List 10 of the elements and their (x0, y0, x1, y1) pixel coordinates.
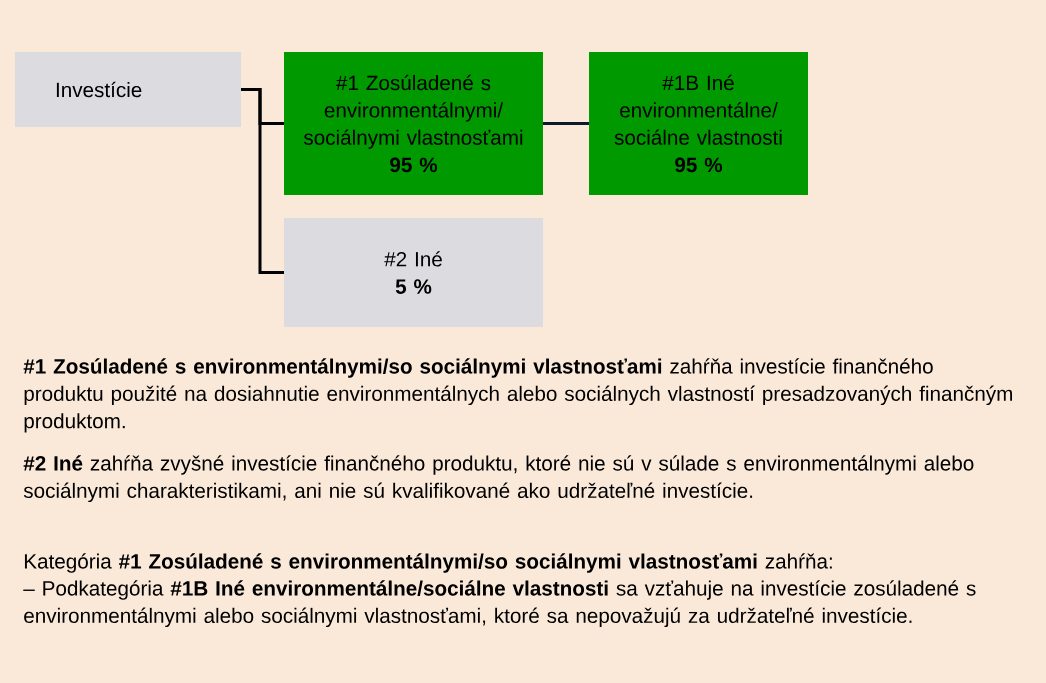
description-text: #2 Iné zahŕňa zvyšné investície finančného produktu, ktoré nie sú v súlade s environmentálnymi alebo sociálnymi charakteristikami, ani nie sú kvalifikované ako udržateľné investície. (23, 455, 974, 503)
category-box: #1 Zosúladené s environmentálnymi/ sociálnymi vlastnosťami 95 % (284, 52, 543, 195)
connector-line (241, 88, 284, 274)
root-box: Investície (15, 52, 241, 127)
category-box: #1B Iné environmentálne/ sociálne vlastnosti 95 % (589, 52, 808, 195)
description-text: #1 Zosúladené s environmentálnymi/so sociálnymi vlastnosťami zahŕňa investície finančného produktu použité na dosiahnutie environmentálnych alebo sociálnych vlastností presadzovaných finančným produktom. (23, 358, 1012, 433)
description-text: – Podkategória #1B Iné environmentálne/sociálne vlastnosti sa vzťahuje na investície zosúladené s environmentálnymi alebo sociálnymi vlastnosťami, ktoré sa nepovažujú za udržateľné investície. (23, 580, 976, 628)
description-text: Kategória #1 Zosúladené s environmentálnymi/so sociálnymi vlastnosťami zahŕňa: (24, 553, 832, 573)
category-box: #2 Iné 5 % (284, 218, 543, 327)
connector-line (543, 122, 589, 125)
